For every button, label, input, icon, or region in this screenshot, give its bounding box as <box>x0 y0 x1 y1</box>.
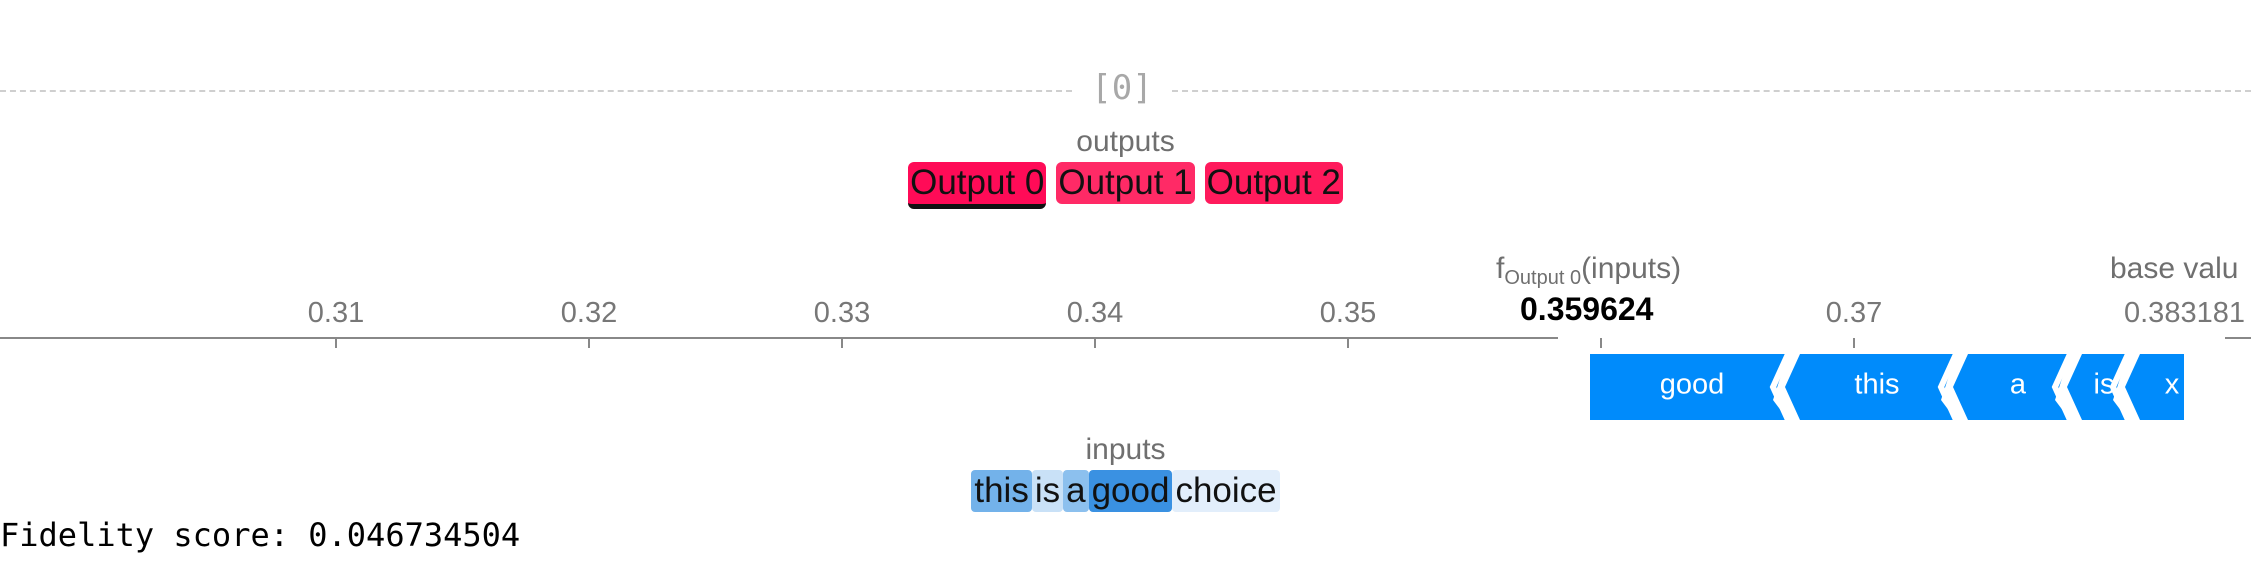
header-divider-left <box>0 90 1072 92</box>
base-value-label: base valu <box>2110 252 2239 285</box>
feature-separator <box>1937 352 1959 422</box>
feature-label-choice: x <box>2165 369 2180 401</box>
force-plot: 0.31 0.32 0.33 0.34 0.35 0.37 0.383181 g… <box>0 297 2251 422</box>
feature-arrows: good this a is x <box>1590 352 2184 422</box>
fx-suffix: (inputs) <box>1581 252 1682 285</box>
axis-tick-label: 0.37 <box>1826 297 1882 329</box>
feature-label-is: is <box>2094 369 2115 401</box>
feature-label-this: this <box>1854 369 1899 401</box>
axis-tick-label: 0.33 <box>814 297 870 329</box>
inputs-token-list: this is a good choice <box>0 470 2251 512</box>
axis-tick: 0.35 <box>1320 297 1376 348</box>
input-token-a[interactable]: a <box>1063 470 1089 512</box>
fx-prefix: f <box>1496 252 1505 285</box>
input-token-this[interactable]: this <box>971 470 1032 512</box>
axis-tick: 0.32 <box>561 297 617 348</box>
feature-label-a: a <box>2010 369 2027 401</box>
output-token-0[interactable]: Output 0 <box>908 162 1047 209</box>
output-token-2[interactable]: Output 2 <box>1204 162 1343 204</box>
axis-tick-label: 0.35 <box>1320 297 1376 329</box>
fx-subscript: Output 0 <box>1504 267 1582 289</box>
outputs-token-list: Output 0 Output 1 Output 2 <box>0 162 2251 209</box>
input-token-good[interactable]: good <box>1088 470 1173 512</box>
output-index-label: [0] <box>1091 68 1153 108</box>
fx-label: fOutput 0(inputs) <box>1496 252 1681 295</box>
base-value-tick-label: 0.383181 <box>2124 297 2245 329</box>
feature-arrow-is[interactable] <box>2067 354 2128 420</box>
header-divider-right <box>1172 90 2251 92</box>
input-token-is[interactable]: is <box>1031 470 1064 512</box>
axis-tick: 0.37 <box>1826 297 1882 348</box>
axis-tick: 0.383181 <box>2124 297 2245 329</box>
inputs-heading: inputs <box>1085 433 1166 466</box>
feature-separator <box>1769 352 1791 422</box>
feature-separator <box>2109 352 2131 422</box>
axis-tick-label: 0.32 <box>561 297 617 329</box>
feature-label-good: good <box>1660 369 1725 401</box>
output-token-1[interactable]: Output 1 <box>1056 162 1195 204</box>
axis-tick: 0.34 <box>1067 297 1123 348</box>
axis-tick: 0.31 <box>308 297 364 348</box>
axis-tick-label: 0.31 <box>308 297 364 329</box>
axis-tick: 0.33 <box>814 297 870 348</box>
fx-value: 0.359624 <box>1520 291 1654 327</box>
outputs-heading: outputs <box>1076 125 1175 158</box>
input-token-choice[interactable]: choice <box>1172 470 1280 512</box>
axis-tick-label: 0.34 <box>1067 297 1123 329</box>
feature-separator <box>2051 352 2073 422</box>
feature-arrow-a[interactable] <box>1953 354 2070 420</box>
fidelity-score: Fidelity score: 0.046734504 <box>0 516 521 554</box>
feature-arrow-choice[interactable] <box>2125 354 2184 420</box>
feature-arrow-good[interactable] <box>1590 354 1788 420</box>
feature-arrow-this[interactable] <box>1785 354 1956 420</box>
